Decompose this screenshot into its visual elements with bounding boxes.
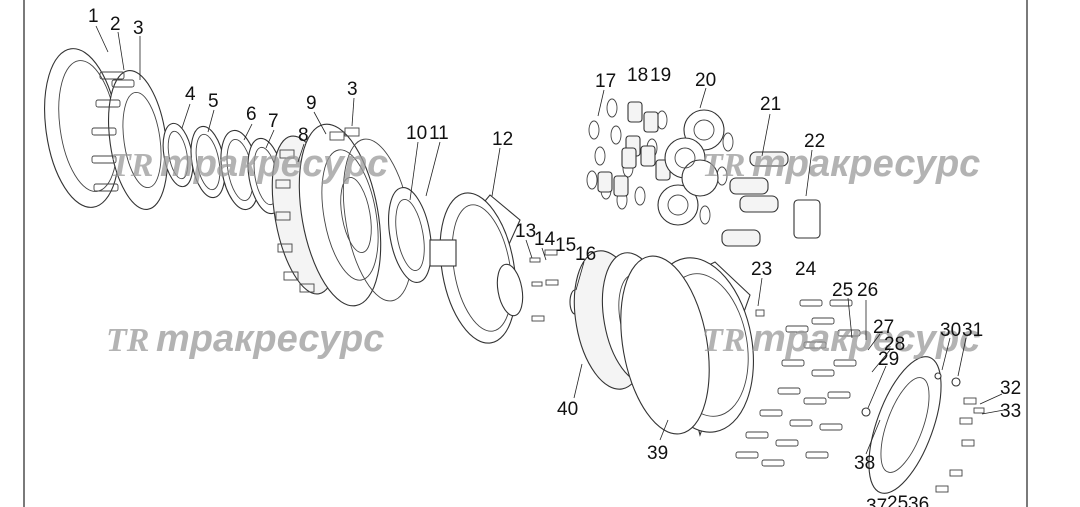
callout-20: 20 [695, 70, 716, 91]
part-end-cover [861, 356, 985, 494]
callout-38: 25 [887, 493, 908, 507]
part-ring-gear [429, 192, 521, 344]
callout-29: 29 [878, 349, 899, 370]
callout-4: 5 [208, 91, 219, 112]
watermark-logo-1: TR [110, 147, 153, 184]
callout-9: 3 [347, 79, 358, 100]
callout-12: 12 [492, 129, 513, 150]
callout-numbers: 1 2 3 4 5 6 7 8 9 3 10 11 12 13 14 15 16… [88, 6, 1021, 507]
callout-2: 3 [133, 18, 144, 39]
callout-17: 17 [595, 71, 616, 92]
callout-5: 6 [246, 104, 257, 125]
watermark-logo-3: TR [106, 322, 149, 359]
callout-28: 28 [884, 334, 905, 355]
callout-6: 7 [268, 111, 279, 132]
leader-lines [95, 25, 1005, 455]
part-bolt-flange [91, 70, 168, 210]
callout-18: 18 [627, 65, 648, 86]
callout-16: 16 [575, 244, 596, 265]
callout-25: 25 [832, 280, 853, 301]
callout-0: 1 [88, 6, 99, 27]
callout-1: 2 [110, 14, 121, 35]
part-planetary-set [586, 98, 821, 247]
watermark-text-2: тракресурс [752, 143, 980, 185]
callout-10: 10 [406, 123, 427, 144]
callout-26: 26 [857, 280, 878, 301]
callout-39: 36 [908, 494, 929, 507]
callout-34: 38 [854, 453, 875, 474]
callout-22: 22 [804, 131, 825, 152]
callout-33: 33 [1000, 401, 1021, 422]
part-hub [271, 123, 382, 307]
part-bearing [342, 138, 432, 302]
watermark-logo-2: TR [702, 147, 745, 184]
callout-15: 15 [555, 235, 576, 256]
callout-31: 31 [962, 320, 983, 341]
watermark-text-3: тракресурс [156, 318, 384, 360]
part-main-drum [620, 255, 754, 437]
callout-30: 30 [940, 320, 961, 341]
callout-35: 40 [557, 399, 578, 420]
watermark-logo-4: TR [702, 322, 745, 359]
callout-27: 27 [873, 317, 894, 338]
watermark-text-1: тракресурс [160, 143, 388, 185]
callout-13: 13 [515, 221, 536, 242]
callout-7: 8 [298, 125, 309, 146]
callout-24: 24 [795, 259, 817, 280]
callout-21: 21 [760, 94, 781, 115]
callout-37: 37 [866, 496, 887, 507]
callout-32: 32 [1000, 378, 1021, 399]
callout-3: 4 [185, 84, 196, 105]
callout-23: 23 [751, 259, 772, 280]
callout-36: 39 [647, 443, 668, 464]
callout-8: 9 [306, 93, 317, 114]
watermark-group: TR тракресурс TR тракресурс TR тракресур… [106, 143, 980, 360]
callout-19: 19 [650, 65, 671, 86]
callout-11: 11 [429, 123, 449, 144]
part-bolt-field [735, 299, 861, 467]
callout-14: 14 [534, 229, 556, 250]
